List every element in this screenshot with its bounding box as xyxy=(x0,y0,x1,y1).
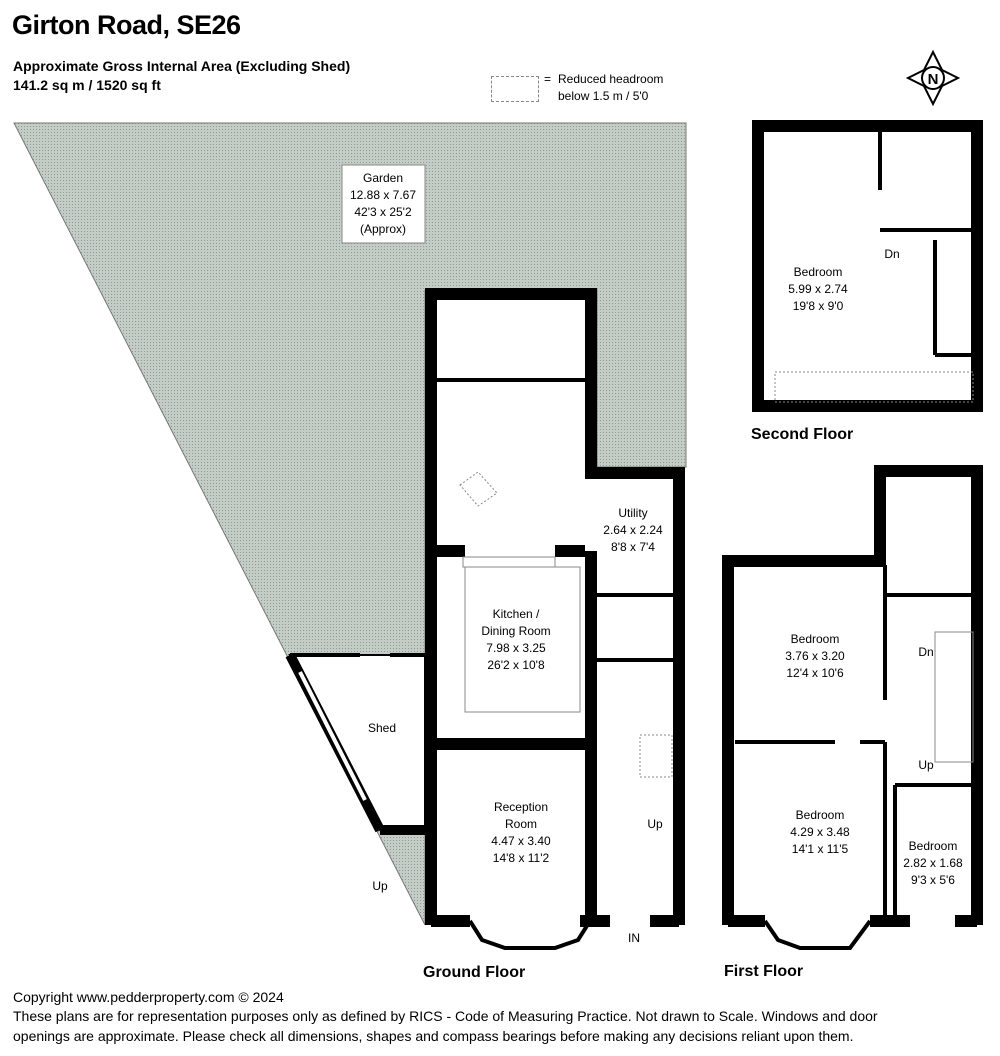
sf-bedroom-imperial: 19'8 x 9'0 xyxy=(793,299,844,313)
garden-imperial: 42'3 x 25'2 xyxy=(354,205,412,219)
reception-metric: 4.47 x 3.40 xyxy=(491,834,551,848)
page-title: Girton Road, SE26 xyxy=(12,10,241,40)
entrance-label: IN xyxy=(628,931,640,945)
ff-bedroom3-imperial: 9'3 x 5'6 xyxy=(911,873,955,887)
legend-equals: = xyxy=(544,72,552,86)
first-floor-label: First Floor xyxy=(724,963,803,980)
ff-bedroom2-name: Bedroom xyxy=(796,808,845,822)
utility-metric: 2.64 x 2.24 xyxy=(603,523,663,537)
ground-stairs-up: Up xyxy=(647,817,663,831)
kitchen-name-2: Dining Room xyxy=(481,624,550,638)
ff-bedroom1-imperial: 12'4 x 10'6 xyxy=(786,666,844,680)
reception-name-1: Reception xyxy=(494,800,548,814)
area-value: 141.2 sq m / 1520 sq ft xyxy=(13,77,161,93)
disclaimer-line-2: openings are approximate. Please check a… xyxy=(13,1028,854,1044)
copyright: Copyright www.pedderproperty.com © 2024 xyxy=(13,989,284,1005)
second-floor: Bedroom 5.99 x 2.74 19'8 x 9'0 Dn Second… xyxy=(751,120,983,443)
first-floor: Bedroom 3.76 x 3.20 12'4 x 10'6 Bedroom … xyxy=(722,465,983,980)
outside-up-label: Up xyxy=(372,879,388,893)
ff-bedroom2-imperial: 14'1 x 11'5 xyxy=(792,842,849,856)
sf-bedroom-metric: 5.99 x 2.74 xyxy=(788,282,848,296)
ground-floor-label: Ground Floor xyxy=(423,964,525,981)
second-floor-label: Second Floor xyxy=(751,426,853,443)
kitchen-imperial: 26'2 x 10'8 xyxy=(487,658,545,672)
ff-stairs-up: Up xyxy=(918,758,934,772)
legend-text-2: below 1.5 m / 5'0 xyxy=(558,89,649,103)
utility-name: Utility xyxy=(618,506,647,520)
compass-icon: N xyxy=(905,49,961,107)
ground-floor: Utility 2.64 x 2.24 8'8 x 7'4 Kitchen / … xyxy=(423,288,685,981)
garden-label-box xyxy=(341,164,426,244)
ff-bedroom3-name: Bedroom xyxy=(909,839,958,853)
garden-note: (Approx) xyxy=(360,222,406,236)
garden-metric: 12.88 x 7.67 xyxy=(350,188,416,202)
utility-imperial: 8'8 x 7'4 xyxy=(611,540,655,554)
kitchen-name-1: Kitchen / xyxy=(493,607,540,621)
ff-bedroom1-metric: 3.76 x 3.20 xyxy=(785,649,845,663)
reduced-headroom-swatch xyxy=(491,76,539,102)
ff-stairs-dn: Dn xyxy=(918,645,933,659)
reception-name-2: Room xyxy=(505,817,537,831)
legend-text-1: Reduced headroom xyxy=(558,72,664,86)
kitchen-metric: 7.98 x 3.25 xyxy=(486,641,546,655)
sf-bedroom-name: Bedroom xyxy=(794,265,843,279)
disclaimer-line-1: These plans are for representation purpo… xyxy=(13,1008,878,1024)
ff-bedroom2-metric: 4.29 x 3.48 xyxy=(790,825,850,839)
compass-letter: N xyxy=(928,71,939,88)
shed-label: Shed xyxy=(368,721,396,735)
garden-name: Garden xyxy=(363,171,403,185)
ff-bedroom3-metric: 2.82 x 1.68 xyxy=(903,856,963,870)
sf-stairs-dn: Dn xyxy=(884,247,899,261)
ff-bedroom1-name: Bedroom xyxy=(791,632,840,646)
reception-imperial: 14'8 x 11'2 xyxy=(493,851,550,865)
area-label: Approximate Gross Internal Area (Excludi… xyxy=(13,58,351,74)
